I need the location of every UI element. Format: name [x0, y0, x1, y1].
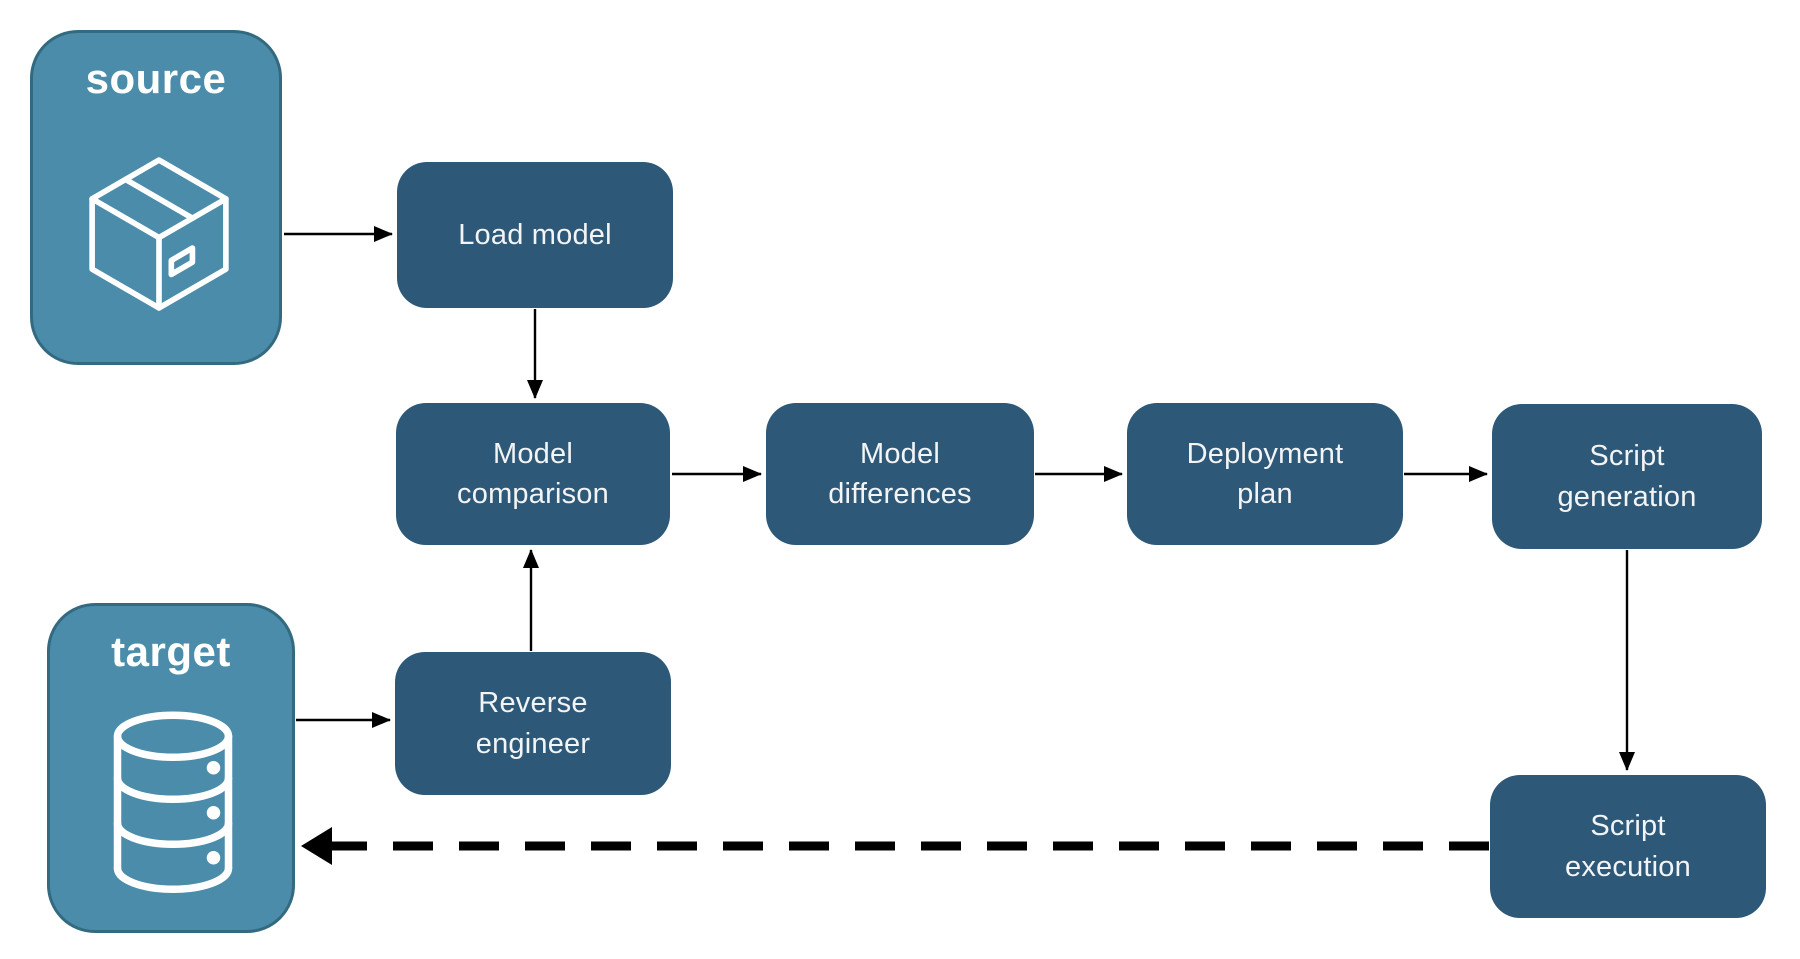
step-script-generation: Script generation: [1492, 404, 1762, 549]
step-model-comparison: Model comparison: [396, 403, 670, 545]
package-icon: [89, 157, 229, 311]
node-source-label: source: [85, 55, 227, 102]
node-target-label: target: [111, 628, 231, 675]
step-model-differences: Model differences: [766, 403, 1034, 545]
node-source: source: [30, 30, 282, 365]
step-script-execution: Script execution: [1490, 775, 1766, 918]
step-load-model: Load model: [397, 162, 673, 308]
step-reverse-engineer: Reverse engineer: [395, 652, 671, 795]
step-deployment-plan: Deployment plan: [1127, 403, 1403, 545]
database-icon: [113, 711, 233, 893]
node-target: target: [47, 603, 295, 933]
